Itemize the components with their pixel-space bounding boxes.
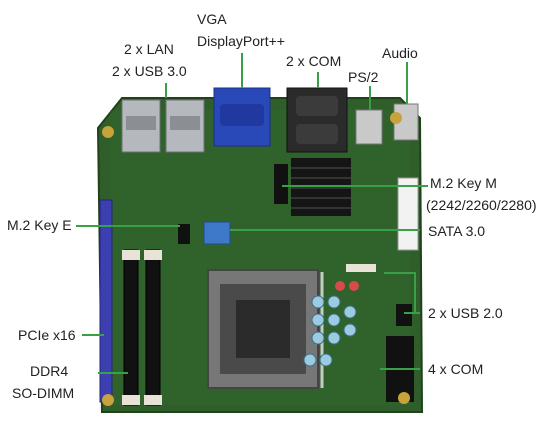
sodimm-slot-2: [145, 249, 161, 406]
leader-com2: [317, 72, 319, 88]
usb2-header: [396, 304, 412, 326]
label-m2m-line2: (2242/2260/2280): [426, 197, 537, 213]
label-pcie: PCIe x16: [18, 327, 76, 343]
label-usb2: 2 x USB 2.0: [428, 305, 503, 321]
leader-com4: [380, 368, 420, 370]
label-sodimm: SO-DIMM: [12, 385, 75, 401]
label-displayport: DisplayPort++: [197, 33, 285, 49]
leader-sata: [230, 229, 420, 231]
leader-lan: [165, 83, 167, 98]
capacitors: [303, 295, 357, 367]
sata-connector: [203, 221, 231, 245]
label-com4: 4 x COM: [428, 361, 484, 377]
leader-usb2-h2: [404, 312, 420, 314]
leader-ddr4: [98, 372, 128, 374]
ps2-port: [355, 109, 383, 145]
label-m2m-line1: M.2 Key M: [430, 175, 497, 191]
label-m2e: M.2 Key E: [7, 217, 72, 233]
sodimm-slot-1: [123, 249, 139, 406]
label-sata: SATA 3.0: [428, 223, 486, 239]
leader-m2m: [282, 185, 428, 187]
label-lan-line1: 2 x LAN: [124, 41, 174, 57]
leader-pcie: [82, 334, 104, 336]
m2-key-m-slot: [274, 164, 288, 204]
power-connector: [397, 177, 419, 251]
label-vga: VGA: [197, 11, 227, 27]
label-ps2: PS/2: [348, 69, 379, 85]
leader-vga: [241, 53, 243, 88]
label-ddr4: DDR4: [30, 363, 69, 379]
label-audio: Audio: [382, 45, 418, 61]
connector-small: [346, 264, 376, 272]
m2-key-e-slot: [178, 224, 190, 244]
leader-audio: [406, 62, 408, 104]
leader-m2e: [76, 225, 180, 227]
label-lan-line2: 2 x USB 3.0: [112, 63, 187, 79]
label-com2: 2 x COM: [286, 53, 342, 69]
leader-ps2: [369, 86, 371, 110]
leader-usb2-h1: [384, 272, 416, 274]
leader-usb2-v: [414, 272, 416, 312]
